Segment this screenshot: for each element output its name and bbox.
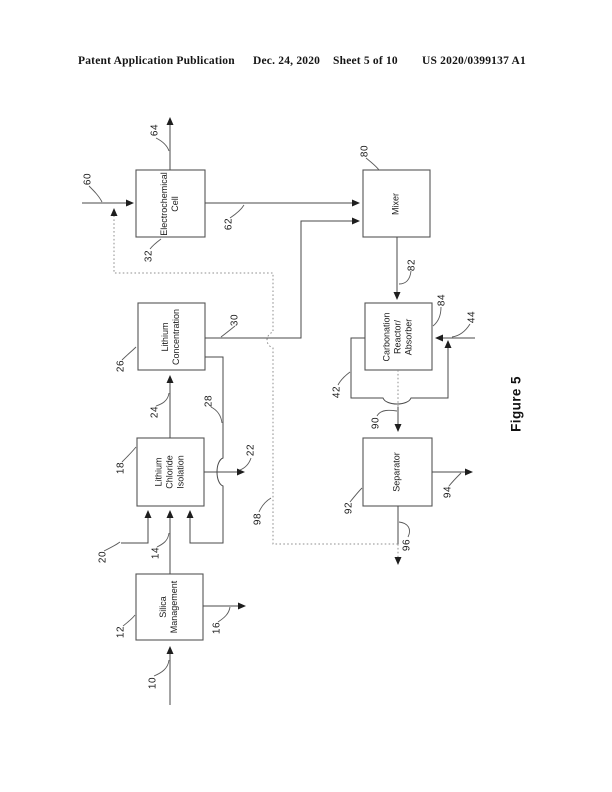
stream-28-recycle-line xyxy=(186,356,224,544)
ref-label-98: 98 xyxy=(252,512,264,526)
stream-20-line xyxy=(121,510,152,544)
ref-label-42: 42 xyxy=(331,385,343,399)
ref-label-60: 60 xyxy=(82,172,94,186)
box-lithium-concentration xyxy=(137,302,206,371)
stream-98-dashed-line xyxy=(110,208,398,545)
ref-label-90: 90 xyxy=(370,416,382,430)
ref-label-30: 30 xyxy=(229,313,241,327)
label-carbonation-reactor-absorber: Carbonation Reactor/ Absorber xyxy=(381,312,414,362)
ref-label-92: 92 xyxy=(343,501,355,515)
label-electrochemical-cell: Electrochemical Cell xyxy=(159,172,180,236)
box-lithium-chloride-isolation xyxy=(136,437,205,507)
ref-label-12: 12 xyxy=(115,625,127,639)
ref-label-44: 44 xyxy=(466,310,478,324)
ref-label-62: 62 xyxy=(223,217,235,231)
ref-label-24: 24 xyxy=(149,405,161,419)
ref-label-10: 10 xyxy=(147,676,159,690)
ref-label-96: 96 xyxy=(401,538,413,552)
box-separator xyxy=(362,437,433,507)
header-sheet: Sheet 5 of 10 xyxy=(333,55,398,67)
ref-label-64: 64 xyxy=(149,123,161,137)
box-carbonation-reactor-absorber xyxy=(364,302,433,371)
label-mixer: Mixer xyxy=(390,193,401,215)
ref-label-14: 14 xyxy=(150,546,162,560)
ref-label-80: 80 xyxy=(359,144,371,158)
figure-title: Figure 5 xyxy=(508,376,524,432)
ref-label-28: 28 xyxy=(203,394,215,408)
header-date: Dec. 24, 2020 xyxy=(253,55,321,67)
ref-label-18: 18 xyxy=(115,461,127,475)
ref-label-82: 82 xyxy=(406,258,418,272)
label-silica-management: Silica Management xyxy=(158,580,179,634)
label-separator: Separator xyxy=(391,452,402,492)
ref-label-22: 22 xyxy=(245,443,257,457)
label-lithium-chloride-isolation: Lithium Chloride Isolation xyxy=(153,455,186,489)
ref-label-16: 16 xyxy=(211,621,223,635)
box-mixer xyxy=(362,169,431,238)
leader-curves xyxy=(88,137,471,677)
stream-30-line xyxy=(205,217,360,339)
enclosure-42-outline xyxy=(350,337,452,405)
ref-label-84: 84 xyxy=(436,293,448,307)
header-patent-number: US 2020/0399137 A1 xyxy=(422,55,526,67)
ref-label-32: 32 xyxy=(143,249,155,263)
header-publication: Patent Application Publication xyxy=(78,55,235,67)
ref-label-20: 20 xyxy=(97,550,109,564)
ref-label-26: 26 xyxy=(115,359,127,373)
label-lithium-concentration: Lithium Concentration xyxy=(160,308,181,366)
ref-label-94: 94 xyxy=(442,485,454,499)
